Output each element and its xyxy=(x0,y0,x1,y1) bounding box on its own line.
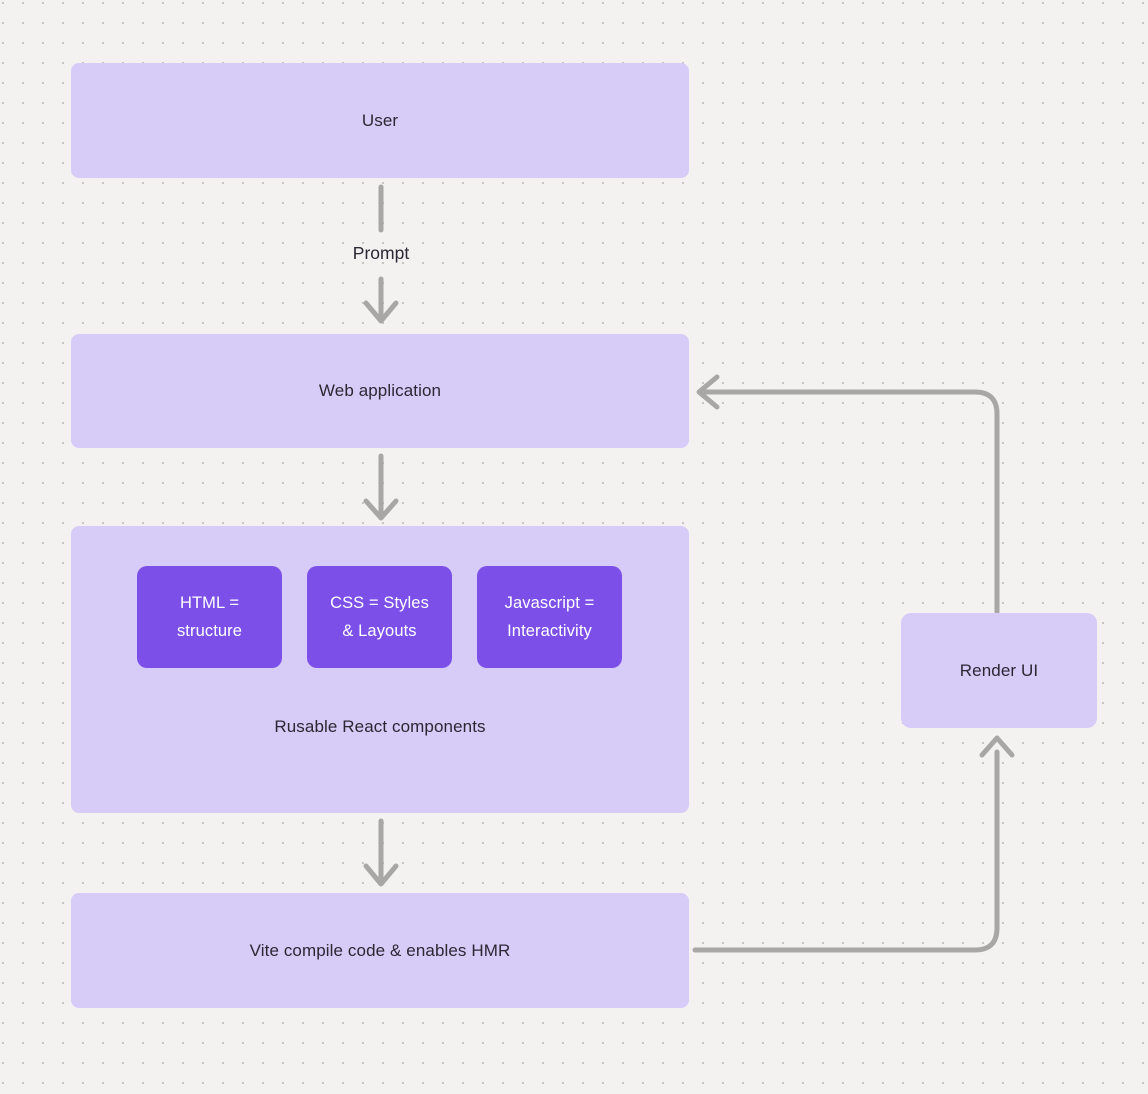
components-caption: Rusable React components xyxy=(274,717,486,736)
node-user-label: User xyxy=(361,110,399,130)
node-javascript-label: Javascript = Interactivity xyxy=(504,593,595,640)
node-vite-label: Vite compile code & enables HMR xyxy=(249,940,511,960)
edge-renderui-to-webapp xyxy=(696,374,1000,615)
node-javascript[interactable]: Javascript = Interactivity xyxy=(477,566,622,668)
node-components-group[interactable]: HTML = structure CSS = Styles & Layouts … xyxy=(71,526,689,813)
node-html-label: HTML = structure xyxy=(176,593,243,640)
node-css-label: CSS = Styles & Layouts xyxy=(330,593,429,640)
node-user[interactable]: User xyxy=(71,63,689,178)
node-render-ui-label: Render UI xyxy=(959,660,1039,680)
edge-components-to-vite xyxy=(363,818,399,887)
edge-webapp-to-components xyxy=(363,453,399,521)
node-vite[interactable]: Vite compile code & enables HMR xyxy=(71,893,689,1008)
node-web-application-label: Web application xyxy=(318,381,442,400)
edge-label-prompt: Prompt xyxy=(352,243,410,263)
components-row: HTML = structure CSS = Styles & Layouts … xyxy=(137,566,622,668)
edge-vite-to-renderui xyxy=(692,735,1015,953)
node-render-ui[interactable]: Render UI xyxy=(901,613,1097,728)
node-web-application[interactable]: Web application xyxy=(71,334,689,448)
node-html[interactable]: HTML = structure xyxy=(137,566,282,668)
node-css[interactable]: CSS = Styles & Layouts xyxy=(307,566,452,668)
